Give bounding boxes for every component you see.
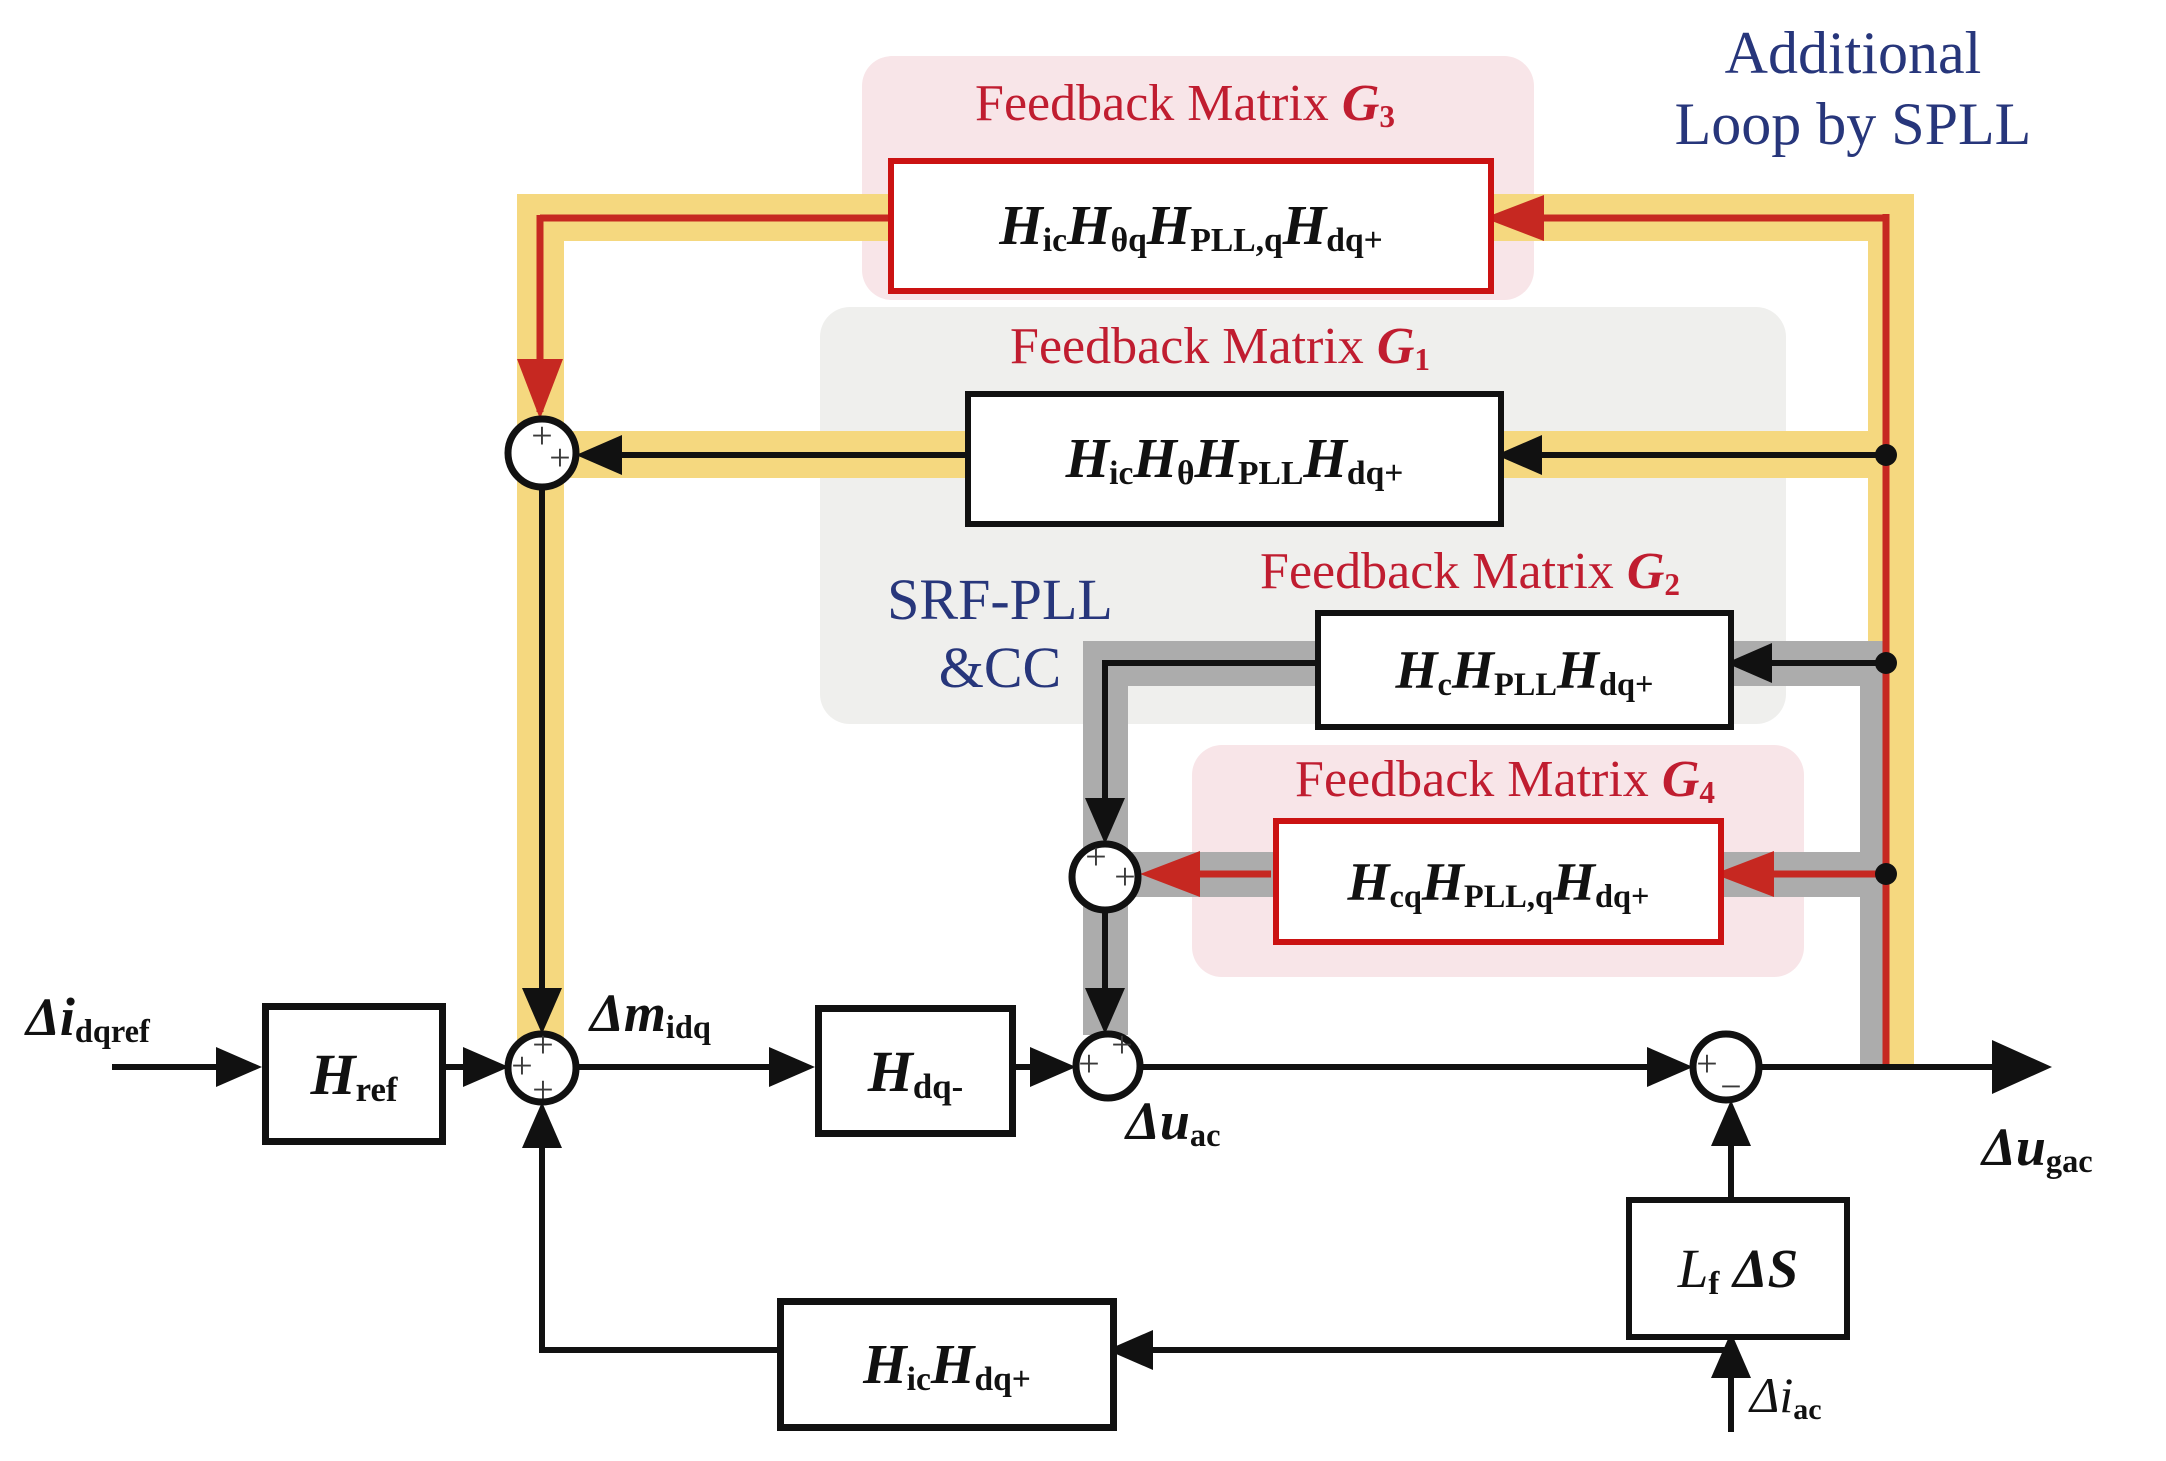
sum-top-left-sign-top: + bbox=[531, 414, 553, 457]
label-delta-m-idq: Δmidq bbox=[590, 983, 711, 1047]
block-g1-expression: HicHθHPLLHdq+ bbox=[1065, 428, 1404, 493]
sum-junction-main-mid bbox=[1072, 1030, 1144, 1102]
block-g2-expression: HcHPLLHdq+ bbox=[1395, 640, 1654, 704]
annotation-additional-loop-by-spll: Additional Loop by SPLL bbox=[1674, 20, 2032, 157]
label-delta-u-ac: Δuac bbox=[1126, 1091, 1221, 1155]
sum-main-mid-sign-top: + bbox=[1111, 1023, 1133, 1066]
block-g4-expression: HcqHPLL,qHdq+ bbox=[1347, 851, 1650, 915]
summing-junctions bbox=[504, 415, 1763, 1106]
block-h-dq-minus: Hdq- bbox=[815, 1005, 1016, 1137]
title-feedback-matrix-g2: Feedback Matrix G2 bbox=[1260, 543, 1680, 602]
block-g3-expression: HicHθqHPLL,qHdq+ bbox=[999, 195, 1383, 260]
sum-main-left-sign-bottom: + bbox=[532, 1068, 554, 1111]
title-feedback-matrix-g3: Feedback Matrix G3 bbox=[975, 75, 1395, 134]
block-h-ref: Href bbox=[262, 1003, 446, 1145]
sum-output-sign-left: + bbox=[1696, 1042, 1718, 1085]
sum-junction-output bbox=[1689, 1030, 1763, 1104]
sum-main-left-sign-top: + bbox=[532, 1023, 554, 1066]
title-feedback-matrix-g4: Feedback Matrix G4 bbox=[1295, 751, 1715, 810]
block-h-ic-h-dq-plus-expression: HicHdq+ bbox=[863, 1333, 1031, 1398]
sum-top-left-sign-right: + bbox=[549, 436, 571, 479]
title-feedback-matrix-g1: Feedback Matrix G1 bbox=[1010, 318, 1430, 377]
black-signal-lines bbox=[112, 435, 2052, 1432]
sum-junction-top-left bbox=[504, 415, 580, 491]
label-delta-i-dqref: Δidqref bbox=[26, 987, 150, 1051]
annotation-srf-pll-cc: SRF-PLL &CC bbox=[887, 567, 1113, 701]
label-delta-i-ac: Δiac bbox=[1750, 1367, 1822, 1426]
block-g3: HicHθqHPLL,qHdq+ bbox=[888, 158, 1494, 294]
block-h-dq-minus-expression: Hdq- bbox=[867, 1038, 964, 1107]
block-g1: HicHθHPLLHdq+ bbox=[965, 391, 1504, 527]
block-h-ic-h-dq-plus: HicHdq+ bbox=[777, 1298, 1117, 1431]
block-h-ref-expression: Href bbox=[310, 1041, 398, 1110]
sum-junction-main-left bbox=[504, 1030, 580, 1106]
sum-g2-g4-sign-top: + bbox=[1085, 835, 1107, 878]
sum-main-left-sign-left: + bbox=[511, 1044, 533, 1087]
junction-dots bbox=[1875, 444, 1897, 885]
sum-main-mid-sign-left: + bbox=[1078, 1042, 1100, 1085]
block-g2: HcHPLLHdq+ bbox=[1315, 610, 1734, 730]
block-lf-delta-s: Lf ΔS bbox=[1626, 1197, 1850, 1340]
block-lf-delta-s-expression: Lf ΔS bbox=[1677, 1238, 1799, 1303]
sum-junction-g2-g4 bbox=[1068, 840, 1142, 914]
label-delta-u-gac: Δugac bbox=[1982, 1117, 2093, 1181]
sum-output-sign-bottom: − bbox=[1720, 1065, 1742, 1108]
block-g4: HcqHPLL,qHdq+ bbox=[1273, 818, 1724, 945]
sum-g2-g4-sign-right: + bbox=[1114, 855, 1136, 898]
red-spll-loop-lines bbox=[517, 195, 1890, 1067]
